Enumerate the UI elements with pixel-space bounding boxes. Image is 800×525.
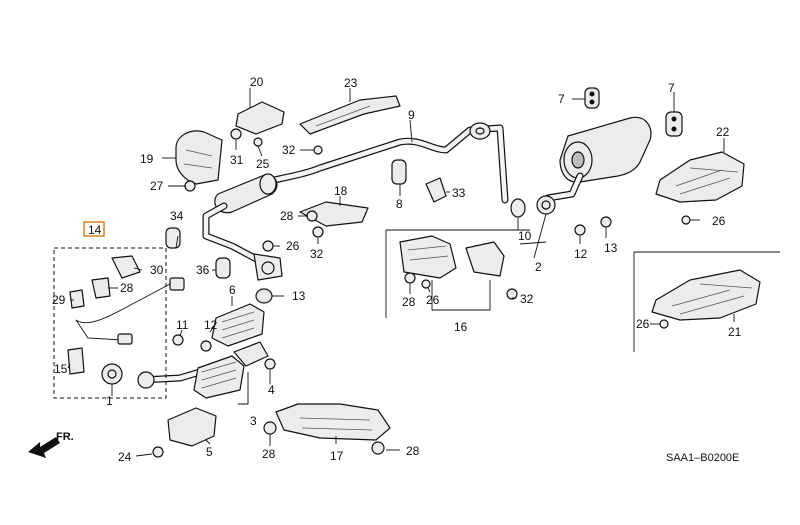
bracket-24 xyxy=(299,95,401,135)
callout-label: 21 xyxy=(728,325,742,339)
hanger-8 xyxy=(391,159,407,185)
callout-label: 30 xyxy=(150,263,164,277)
front-label: FR. xyxy=(56,431,74,443)
gasket-10 xyxy=(101,363,123,385)
callout-label: 13 xyxy=(292,289,306,303)
callout-15-box xyxy=(83,221,105,237)
callout-label: 32 xyxy=(310,247,324,261)
callout-label: 29 xyxy=(52,293,66,307)
callout-label: 16 xyxy=(454,320,468,334)
leader-lines xyxy=(67,88,735,457)
callout-label: 28 xyxy=(402,295,416,309)
callout-label: 18 xyxy=(334,184,348,198)
callout-label: 26 xyxy=(286,239,300,253)
rear-muffler xyxy=(536,116,652,215)
callout-label: 27 xyxy=(150,179,164,193)
callout-label: 12 xyxy=(574,247,588,261)
heat-shield-23 xyxy=(655,151,745,203)
callout-label: 2 xyxy=(535,260,542,274)
callout-label: 28 xyxy=(406,444,420,458)
callout-label: 8 xyxy=(396,197,403,211)
callout-label: 32 xyxy=(282,143,296,157)
callout-label: 28 xyxy=(280,209,294,223)
callout-label: 12 xyxy=(204,318,218,332)
callout-label: 17 xyxy=(330,449,344,463)
hanger-36-lower xyxy=(215,257,231,279)
callout-label: 6 xyxy=(229,283,236,297)
callout-label: 28 xyxy=(262,447,276,461)
heat-shield-5 xyxy=(167,407,217,447)
catalytic-converter-3 xyxy=(137,341,269,399)
callout-label: 32 xyxy=(520,292,534,306)
hanger-rubber-right xyxy=(665,111,683,137)
center-silencer xyxy=(214,173,278,214)
heat-shield-21 xyxy=(235,101,285,135)
callout-label: 5 xyxy=(206,445,213,459)
callout-label: 22 xyxy=(716,125,730,139)
callout-label: 7 xyxy=(558,92,565,106)
diagram-code: SAA1–B0200E xyxy=(666,452,739,464)
callout-label: 3 xyxy=(250,414,257,428)
heat-shield-19 xyxy=(299,201,369,227)
callout-label: 34 xyxy=(170,209,184,223)
callout-label: 20 xyxy=(250,75,264,89)
callout-label: 24 xyxy=(118,450,132,464)
gasket-14 xyxy=(255,288,273,304)
callout-label: 13 xyxy=(604,241,618,255)
hanger-rubber-left xyxy=(584,87,600,109)
callout-label: 33 xyxy=(452,186,466,200)
callout-label: 15 xyxy=(54,362,68,376)
heat-shield-18 xyxy=(275,403,391,441)
callout-label: 1 xyxy=(106,394,113,408)
fasteners xyxy=(152,128,691,458)
callout-label: 14 xyxy=(88,223,102,237)
callout-label: 9 xyxy=(408,108,415,122)
catalytic-converter-6 xyxy=(211,303,265,347)
callout-label: 25 xyxy=(256,157,270,171)
bracket-34 xyxy=(425,177,447,203)
callout-label: 26 xyxy=(636,317,650,331)
callout-label: 10 xyxy=(518,229,532,243)
callout-label: 26 xyxy=(426,293,440,307)
front-pipe xyxy=(202,202,283,281)
callout-label: 31 xyxy=(230,153,244,167)
callout-numbers: 2 10 3 4 5 6 7 7 8 9 1 11 12 12 13 13 14… xyxy=(52,75,742,464)
oxygen-sensor-group xyxy=(53,247,185,399)
bracket-17 xyxy=(399,235,505,279)
callout-label: 28 xyxy=(120,281,134,295)
callout-label: 26 xyxy=(712,214,726,228)
heat-shield-22 xyxy=(651,269,761,321)
callout-label: 36 xyxy=(196,263,210,277)
callout-label: 7 xyxy=(668,81,675,95)
heat-shield-20 xyxy=(175,130,223,185)
front-direction-arrow-icon xyxy=(28,437,60,458)
gasket-11 xyxy=(510,198,526,218)
callout-label: 23 xyxy=(344,76,358,90)
callout-label: 19 xyxy=(140,152,154,166)
callout-label: 11 xyxy=(176,318,189,332)
callout-label: 4 xyxy=(268,383,275,397)
